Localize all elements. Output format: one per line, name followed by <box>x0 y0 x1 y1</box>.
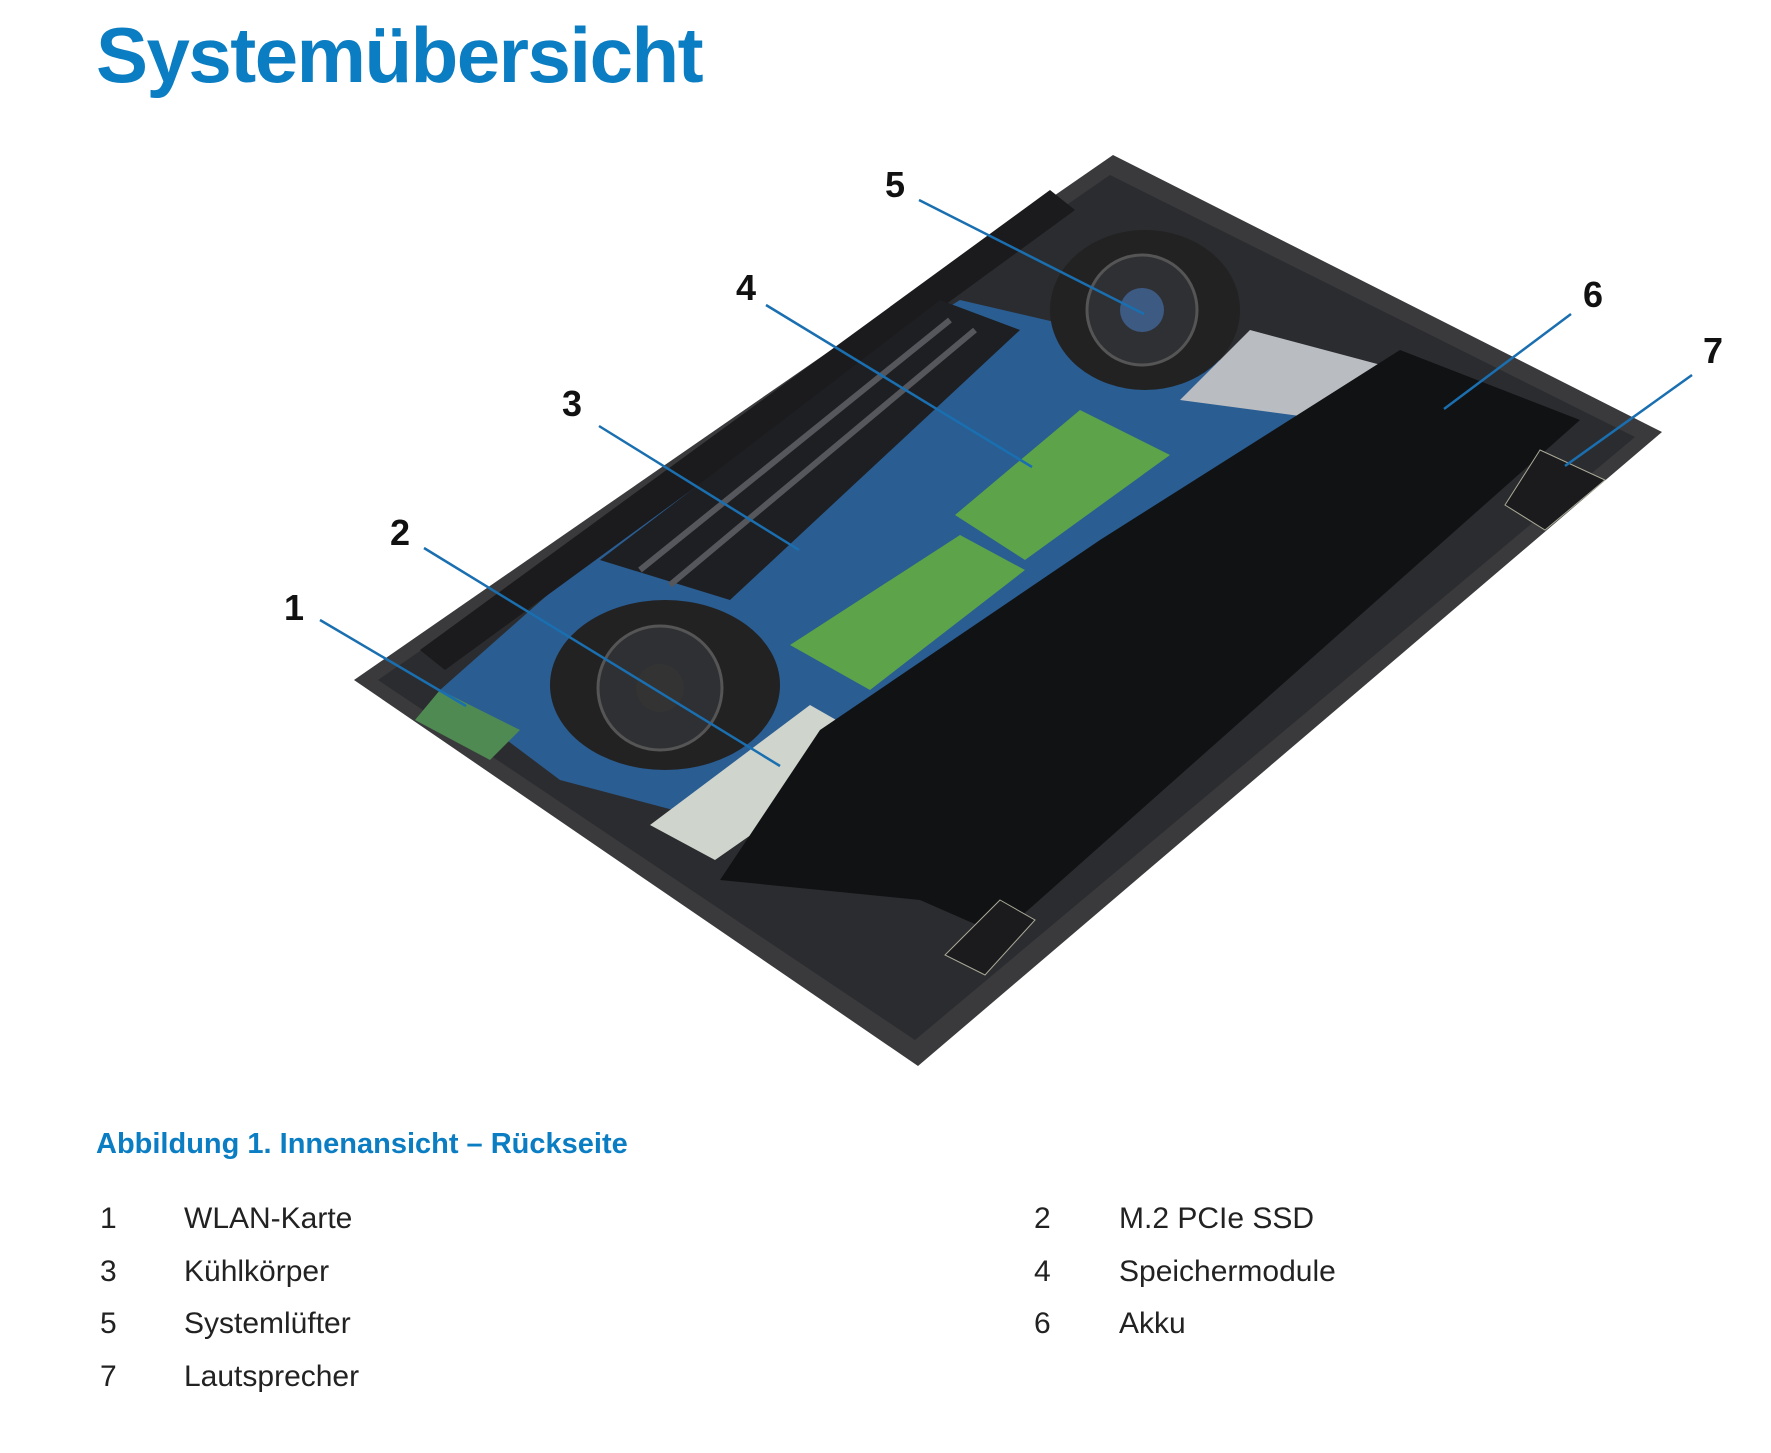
legend-number: 3 <box>100 1255 117 1288</box>
callout-6: 6 <box>1583 274 1603 315</box>
legend-label: M.2 PCIe SSD <box>1119 1202 1315 1235</box>
legend-number: 5 <box>100 1307 117 1340</box>
callout-7: 7 <box>1703 330 1723 371</box>
legend-label: Speichermodule <box>1119 1255 1336 1288</box>
leader-line-1 <box>319 618 467 708</box>
leader-line-3 <box>598 424 800 552</box>
wlan-card <box>415 690 520 760</box>
legend-label: Lautsprecher <box>184 1360 360 1393</box>
callout-5: 5 <box>885 164 905 205</box>
legend-label: Akku <box>1119 1307 1186 1340</box>
memory-module-1 <box>955 410 1170 560</box>
leader-line-4 <box>765 303 1033 469</box>
leader-line-5 <box>918 198 1145 316</box>
legend-label: Systemlüfter <box>184 1307 351 1340</box>
speaker-left <box>944 899 1036 976</box>
leader-line-2 <box>423 546 781 768</box>
callout-2: 2 <box>390 512 410 553</box>
callout-4: 4 <box>736 267 756 308</box>
speaker-right <box>1504 449 1606 531</box>
hinge <box>420 190 1075 670</box>
legend-number: 6 <box>1034 1307 1051 1340</box>
heatsink <box>600 300 1020 600</box>
battery <box>720 350 1580 935</box>
legend-label: WLAN-Karte <box>184 1202 353 1235</box>
callout-3: 3 <box>562 383 582 424</box>
callout-1: 1 <box>284 587 304 628</box>
legend-number: 1 <box>100 1202 117 1235</box>
legend-number: 4 <box>1034 1255 1051 1288</box>
legend-number: 7 <box>100 1360 117 1393</box>
legend-label: Kühlkörper <box>184 1255 330 1288</box>
leader-lines <box>319 198 1693 768</box>
leader-line-6 <box>1443 312 1572 411</box>
memory-module-2 <box>790 535 1025 690</box>
figure-caption: Abbildung 1. Innenansicht – Rückseite <box>96 1128 628 1160</box>
page-title: Systemübersicht <box>96 11 704 99</box>
leader-line-7 <box>1564 373 1693 468</box>
legend-number: 2 <box>1034 1202 1051 1235</box>
